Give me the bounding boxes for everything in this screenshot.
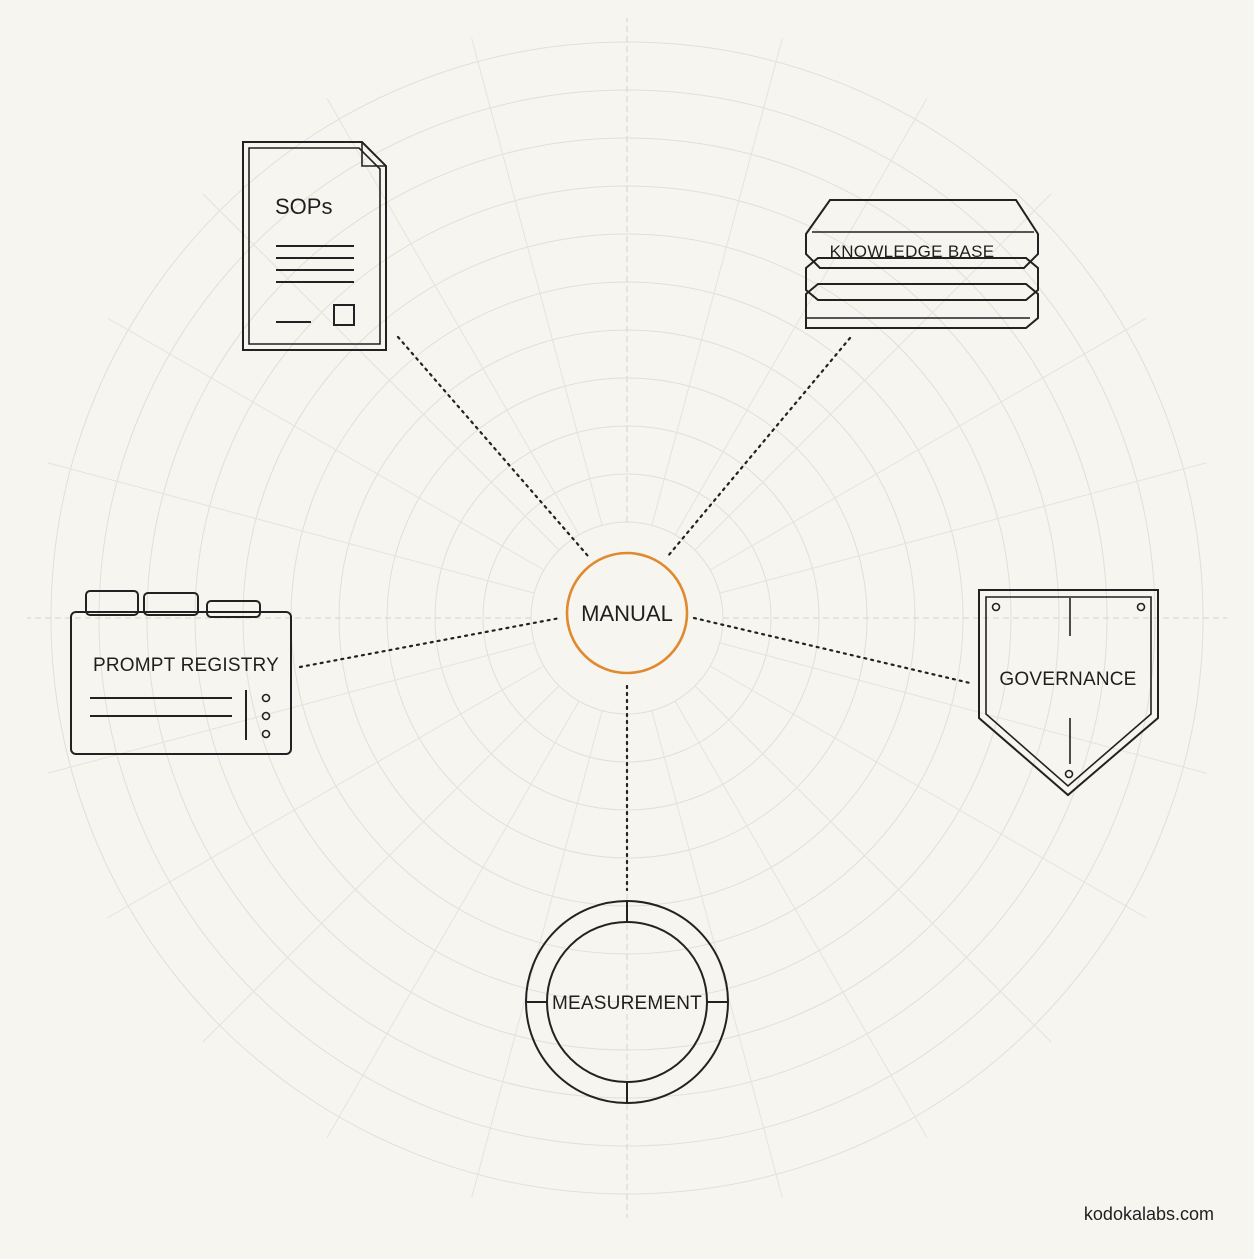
node-measurement[interactable]: MEASUREMENT (525, 900, 729, 1104)
connectors (298, 335, 972, 892)
grid-spoke (651, 38, 783, 526)
governance-label: GOVERNANCE (999, 669, 1136, 690)
grid-spoke (202, 685, 560, 1043)
grid-spoke (326, 700, 580, 1138)
grid-spoke (719, 642, 1207, 774)
grid-spoke (694, 685, 1052, 1043)
node-knowledge-base[interactable]: KNOWLEDGE BASE (805, 199, 1039, 329)
polar-grid (27, 18, 1227, 1218)
grid-spoke (107, 317, 545, 571)
center-label: MANUAL (581, 601, 673, 626)
grid-spoke (719, 462, 1207, 594)
measurement-label: MEASUREMENT (552, 993, 702, 1014)
grid-spoke (709, 665, 1147, 919)
center-ring (565, 551, 689, 675)
grid-spoke (202, 193, 560, 551)
grid-spoke (674, 700, 928, 1138)
node-prompt-registry[interactable]: PROMPT REGISTRY (70, 590, 292, 755)
connector-knowledge-base (666, 336, 852, 558)
knowledge-base-label: KNOWLEDGE BASE (830, 242, 995, 261)
footer-site-link[interactable]: kodokalabs.com (1083, 1204, 1214, 1224)
document-icon (242, 141, 387, 351)
grid-spoke (709, 317, 1147, 571)
sops-label: SOPs (275, 194, 332, 219)
grid-spoke (694, 193, 1052, 551)
file-tray-icon (70, 590, 292, 755)
connector-sops (396, 335, 590, 558)
node-sops[interactable]: SOPs (242, 141, 387, 351)
stacked-layers-icon (805, 199, 1039, 329)
center-node-manual[interactable]: MANUAL (565, 551, 689, 675)
dial-ring-icon (525, 900, 729, 1104)
grid-spoke (471, 38, 603, 526)
grid-spoke (326, 98, 580, 536)
grid-spoke (47, 462, 535, 594)
grid-spoke (107, 665, 545, 919)
prompt-registry-label: PROMPT REGISTRY (93, 655, 279, 676)
connector-governance (692, 616, 972, 685)
connector-prompt-registry (298, 616, 562, 669)
node-governance[interactable]: GOVERNANCE (978, 589, 1159, 797)
shield-icon (978, 589, 1159, 797)
grid-spoke (674, 98, 928, 536)
